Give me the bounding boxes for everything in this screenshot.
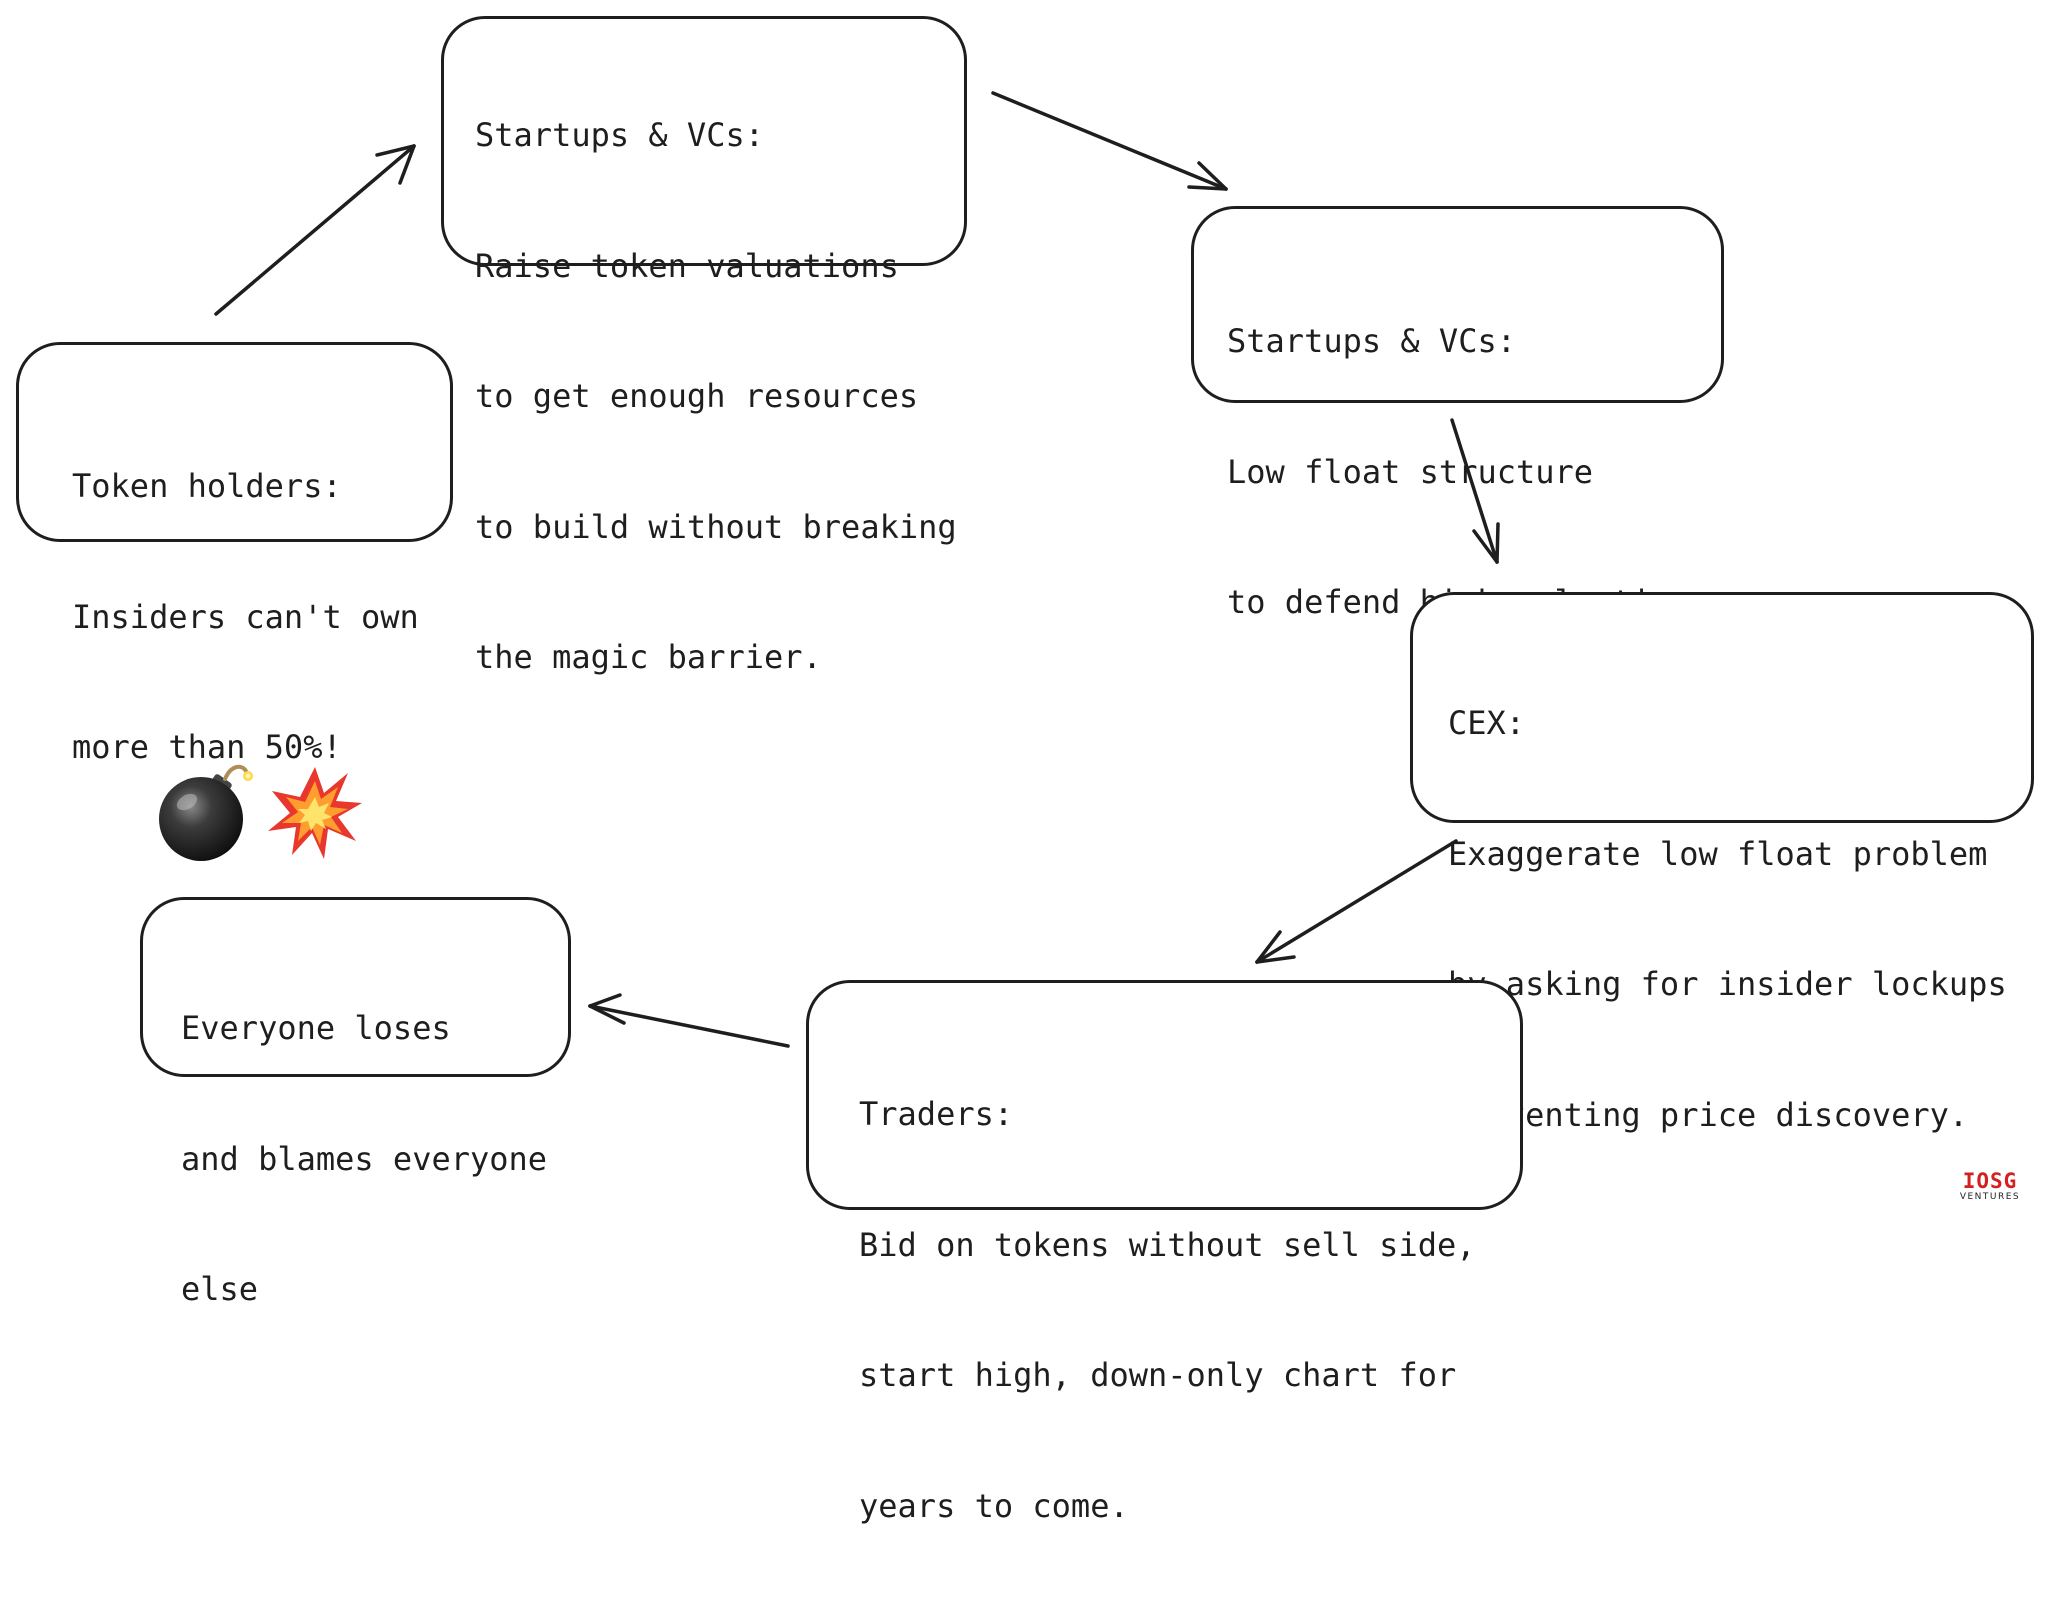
logo-subtitle: VENTURES [1959,1192,2021,1202]
arrow-startups-float-to-cex [1450,418,1500,564]
node-text-line: Exaggerate low float problem [1448,834,1988,873]
node-startups-vcs-float: Startups & VCs: Low float structure to d… [1191,206,1724,621]
node-text-line: CEX: [1448,704,1526,742]
node-text-line: Everyone loses [181,1009,451,1047]
brand-logo: IOSG VENTURES [1950,1170,2030,1203]
node-text-line: and blames everyone [181,1139,548,1178]
node-startups-vcs-raise: Startups & VCs: Raise token valuations t… [441,16,967,676]
node-token-holders: Token holders: Insiders can't own more t… [16,342,453,766]
node-text-line: Bid on tokens without sell side, [859,1225,1476,1264]
node-cex: CEX: Exaggerate low float problem by ask… [1410,592,2034,1134]
node-text-line: Raise token valuations [475,246,899,285]
node-text-line: more than 50%! [72,728,342,766]
node-text-line: preventing price discovery. [1448,1095,1969,1134]
arrow-cex-to-traders [1255,839,1458,964]
arrow-token-holders-to-startups-raise [214,144,416,316]
node-text-line: Traders: [859,1095,1014,1133]
arrow-startups-raise-to-startups-float [991,91,1228,191]
node-text-line: years to come. [859,1486,1129,1525]
node-everyone-loses: Everyone loses and blames everyone else [140,897,571,1308]
node-text-line: by asking for insider lockups [1448,965,2007,1003]
node-text-line: to get enough resources [475,377,919,415]
node-text-line: Insiders can't own [72,597,419,636]
node-text-line: Startups & VCs: [475,116,764,154]
node-text-line: the magic barrier. [475,638,822,676]
node-text-line: Low float structure [1227,452,1594,491]
diagram-arrows [214,91,1500,1048]
cycle-diagram: Token holders: Insiders can't own more t… [16,16,2034,1525]
logo-mark: IOSG [1962,1169,2018,1193]
node-text-line: else [181,1270,259,1308]
node-text-line: Startups & VCs: [1227,322,1516,360]
explosion-icon [268,767,362,859]
node-text-line: start high, down-only chart for [859,1356,1457,1394]
node-text-line: Token holders: [72,467,342,505]
node-traders: Traders: Bid on tokens without sell side… [806,980,1523,1525]
node-text-line: to build without breaking [475,507,957,546]
arrow-traders-to-everyone-loses [588,993,790,1048]
bomb-icon [159,764,253,861]
